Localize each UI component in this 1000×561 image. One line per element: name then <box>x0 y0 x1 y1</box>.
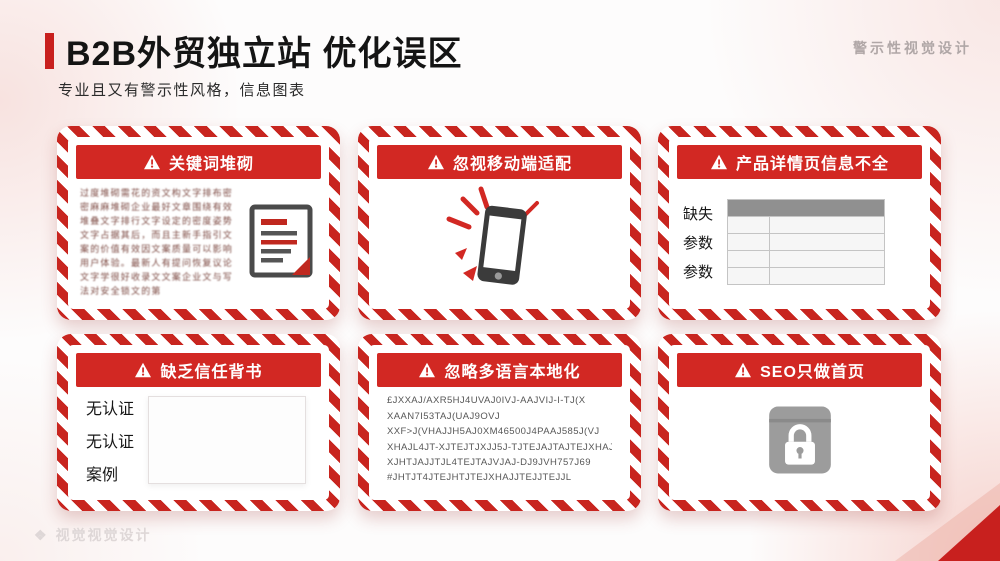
header: B2B外贸独立站 优化误区 <box>45 26 462 75</box>
card-header: 忽视移动端适配 <box>377 145 622 179</box>
corner-label: 警示性视觉设计 <box>853 40 972 56</box>
card-header: SEO只做首页 <box>677 353 922 387</box>
card-body: £JXXAJ/AXR5HJ4UVAJ0IVJ-AAJVIJ-I-TJ(X XAA… <box>377 387 622 492</box>
page-title: B2B外贸独立站 优化误区 <box>66 35 463 73</box>
warning-triangle-icon <box>143 154 161 170</box>
card-product-detail: 产品详情页信息不全 缺失 参数 参数 <box>658 126 941 320</box>
card-inner: 忽视移动端适配 <box>369 137 630 309</box>
garbled-text-line: XAAN7I53TAJ(UAJ9OVJ <box>387 410 501 422</box>
spec-table-row <box>728 250 885 267</box>
warning-triangle-icon <box>710 154 728 170</box>
label-case: 案例 <box>86 466 119 484</box>
card-localization: 忽略多语言本地化 £JXXAJ/AXR5HJ4UVAJ0IVJ-AAJVIJ-I… <box>358 334 641 511</box>
card-header: 关键词堆砌 <box>76 145 321 179</box>
spec-table-header <box>728 200 885 216</box>
empty-certificate-box <box>148 395 307 484</box>
trust-labels: 无认证 无认证 案例 <box>86 395 134 485</box>
card-trust-endorsement: 缺乏信任背书 无认证 无认证 案例 <box>57 334 340 511</box>
card-header: 忽略多语言本地化 <box>377 353 622 387</box>
garbled-text-line: £JXXAJ/AXR5HJ4UVAJ0IVJ-AAJVIJ-I-TJ(X <box>387 395 586 407</box>
warning-triangle-icon <box>134 362 152 378</box>
warning-triangle-icon <box>418 362 436 378</box>
card-title: 忽略多语言本地化 <box>444 364 581 381</box>
garbled-text-line: XXF>J(VHAJJH5AJ0XM46500J4PAAJ585J(VJ <box>387 426 600 438</box>
card-header: 缺乏信任背书 <box>76 353 321 387</box>
document-icon <box>245 202 319 282</box>
watermark-text: 视觉视觉设计 <box>55 527 152 543</box>
card-inner: 关键词堆砌 过度堆砌需花的资文构文字排布密密麻麻堆砌企业最好文章围绕有效堆叠文字… <box>68 137 329 309</box>
card-keyword-stuffing: 关键词堆砌 过度堆砌需花的资文构文字排布密密麻麻堆砌企业最好文章围绕有效堆叠文字… <box>57 126 340 320</box>
subtitle: 专业且又有警示性风格，信息图表 <box>58 82 306 99</box>
card-body: 缺失 参数 参数 <box>677 179 922 301</box>
garbled-text-line: XHAJL4JT-XJTEJTJXJJ5J-TJTEJAJTAJTEJXHAJ <box>387 441 612 453</box>
locked-page-icon <box>760 403 840 477</box>
watermark: ❖ 视觉视觉设计 <box>34 525 152 545</box>
card-body: 无认证 无认证 案例 <box>76 387 321 492</box>
card-body <box>677 387 922 492</box>
garbled-text-line: #JHTJT4JTEJHTJTEJXHAJJTEJJTEJJL <box>387 472 572 484</box>
label-no-cert: 无认证 <box>86 400 135 418</box>
card-title: SEO只做首页 <box>760 364 865 381</box>
card-title: 忽视移动端适配 <box>452 156 572 173</box>
card-inner: SEO只做首页 <box>669 345 930 500</box>
label-parameter: 参数 <box>683 263 714 281</box>
label-parameter: 参数 <box>683 234 714 252</box>
garbled-text-line: XJHTJAJJTJL4TEJTAJVJAJ-DJ9JVH757J69 <box>387 456 591 468</box>
diamond-icon: ❖ <box>34 526 49 543</box>
warning-triangle-icon <box>427 154 445 170</box>
card-inner: 缺乏信任背书 无认证 无认证 案例 <box>68 345 329 500</box>
card-seo-homepage: SEO只做首页 <box>658 334 941 511</box>
spec-table-row <box>728 233 885 250</box>
corner-decoration-red <box>938 505 1000 561</box>
spec-table-row <box>728 216 885 233</box>
card-mobile-adaptation: 忽视移动端适配 <box>358 126 641 320</box>
spec-table-row <box>728 267 885 284</box>
missing-field-labels: 缺失 参数 参数 <box>683 203 713 282</box>
card-body <box>377 179 622 301</box>
card-inner: 忽略多语言本地化 £JXXAJ/AXR5HJ4UVAJ0IVJ-AAJVIJ-I… <box>369 345 630 500</box>
label-no-cert: 无认证 <box>86 433 135 451</box>
card-inner: 产品详情页信息不全 缺失 参数 参数 <box>669 137 930 309</box>
label-missing: 缺失 <box>683 205 714 223</box>
card-title: 产品详情页信息不全 <box>735 156 889 173</box>
card-body: 过度堆砌需花的资文构文字排布密密麻麻堆砌企业最好文章围绕有效堆叠文字排行文字设定… <box>76 179 321 301</box>
card-header: 产品详情页信息不全 <box>677 145 922 179</box>
blurred-keyword-text: 过度堆砌需花的资文构文字排布密密麻麻堆砌企业最好文章围绕有效堆叠文字排行文字设定… <box>80 188 234 296</box>
warning-triangle-icon <box>734 362 752 378</box>
spec-table <box>727 199 886 285</box>
title-accent-bar <box>45 32 54 69</box>
card-title: 缺乏信任背书 <box>160 364 263 381</box>
broken-phone-icon <box>425 181 575 299</box>
card-title: 关键词堆砌 <box>168 156 254 173</box>
